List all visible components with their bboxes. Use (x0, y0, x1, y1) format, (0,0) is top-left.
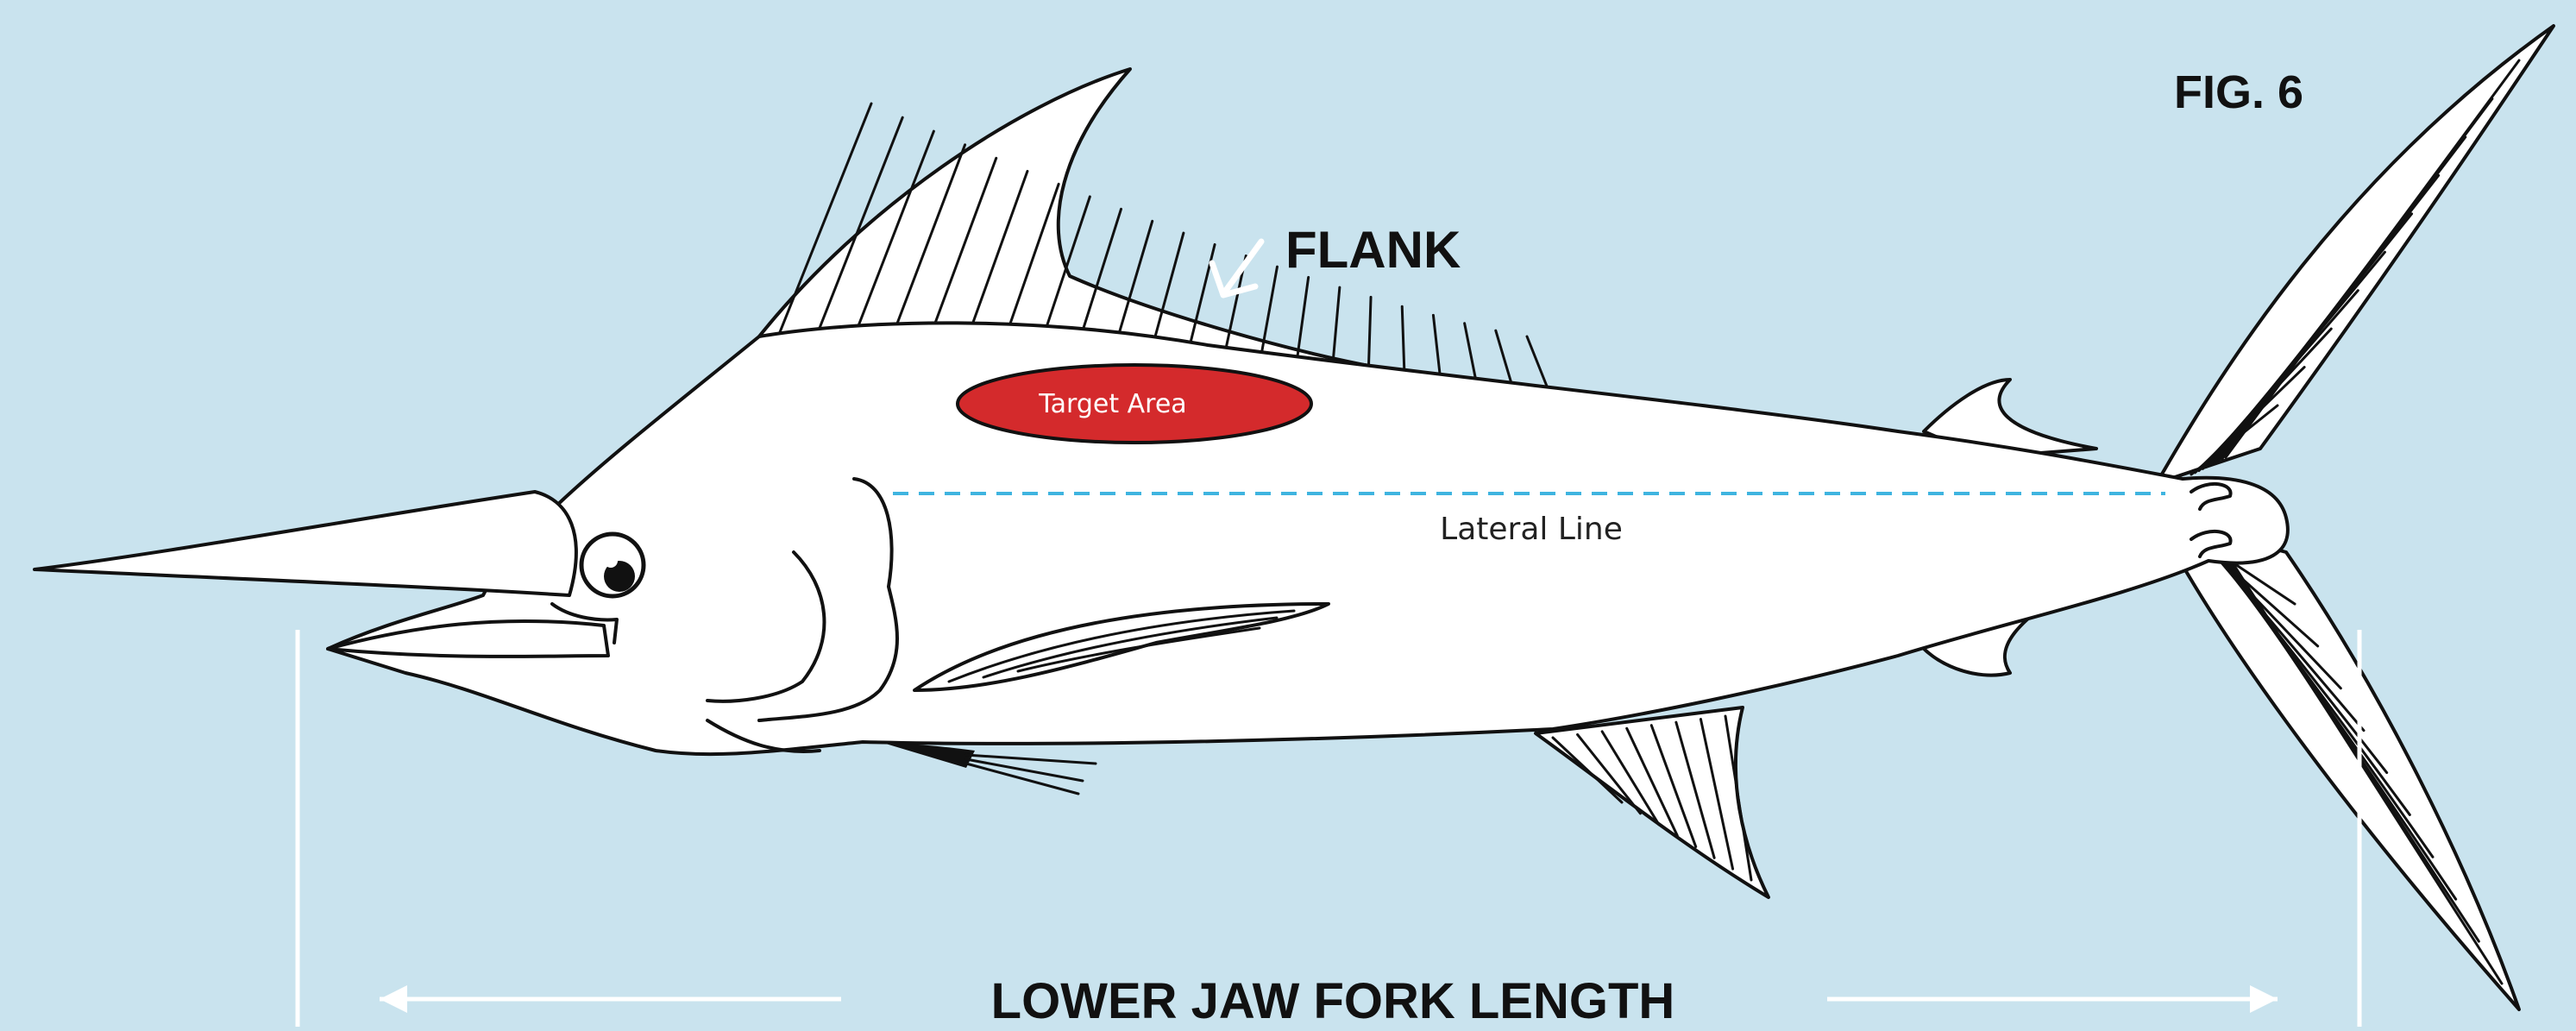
pelvic-fin (880, 742, 1096, 794)
lateral-line-label: Lateral Line (1440, 512, 1623, 547)
lower-jaw (328, 621, 608, 657)
marlin-bill (35, 492, 576, 595)
fin-ray (2226, 60, 2519, 457)
figure-number: FIG. 6 (2174, 66, 2303, 118)
anal-fin (1536, 707, 1769, 897)
flank-label: FLANK (1285, 221, 1461, 279)
fin-ray (2226, 552, 2502, 984)
flank-arrow-icon (1212, 242, 1261, 295)
target-area-label: Target Area (1038, 389, 1186, 419)
measurement-label: LOWER JAW FORK LENGTH (991, 973, 1675, 1029)
